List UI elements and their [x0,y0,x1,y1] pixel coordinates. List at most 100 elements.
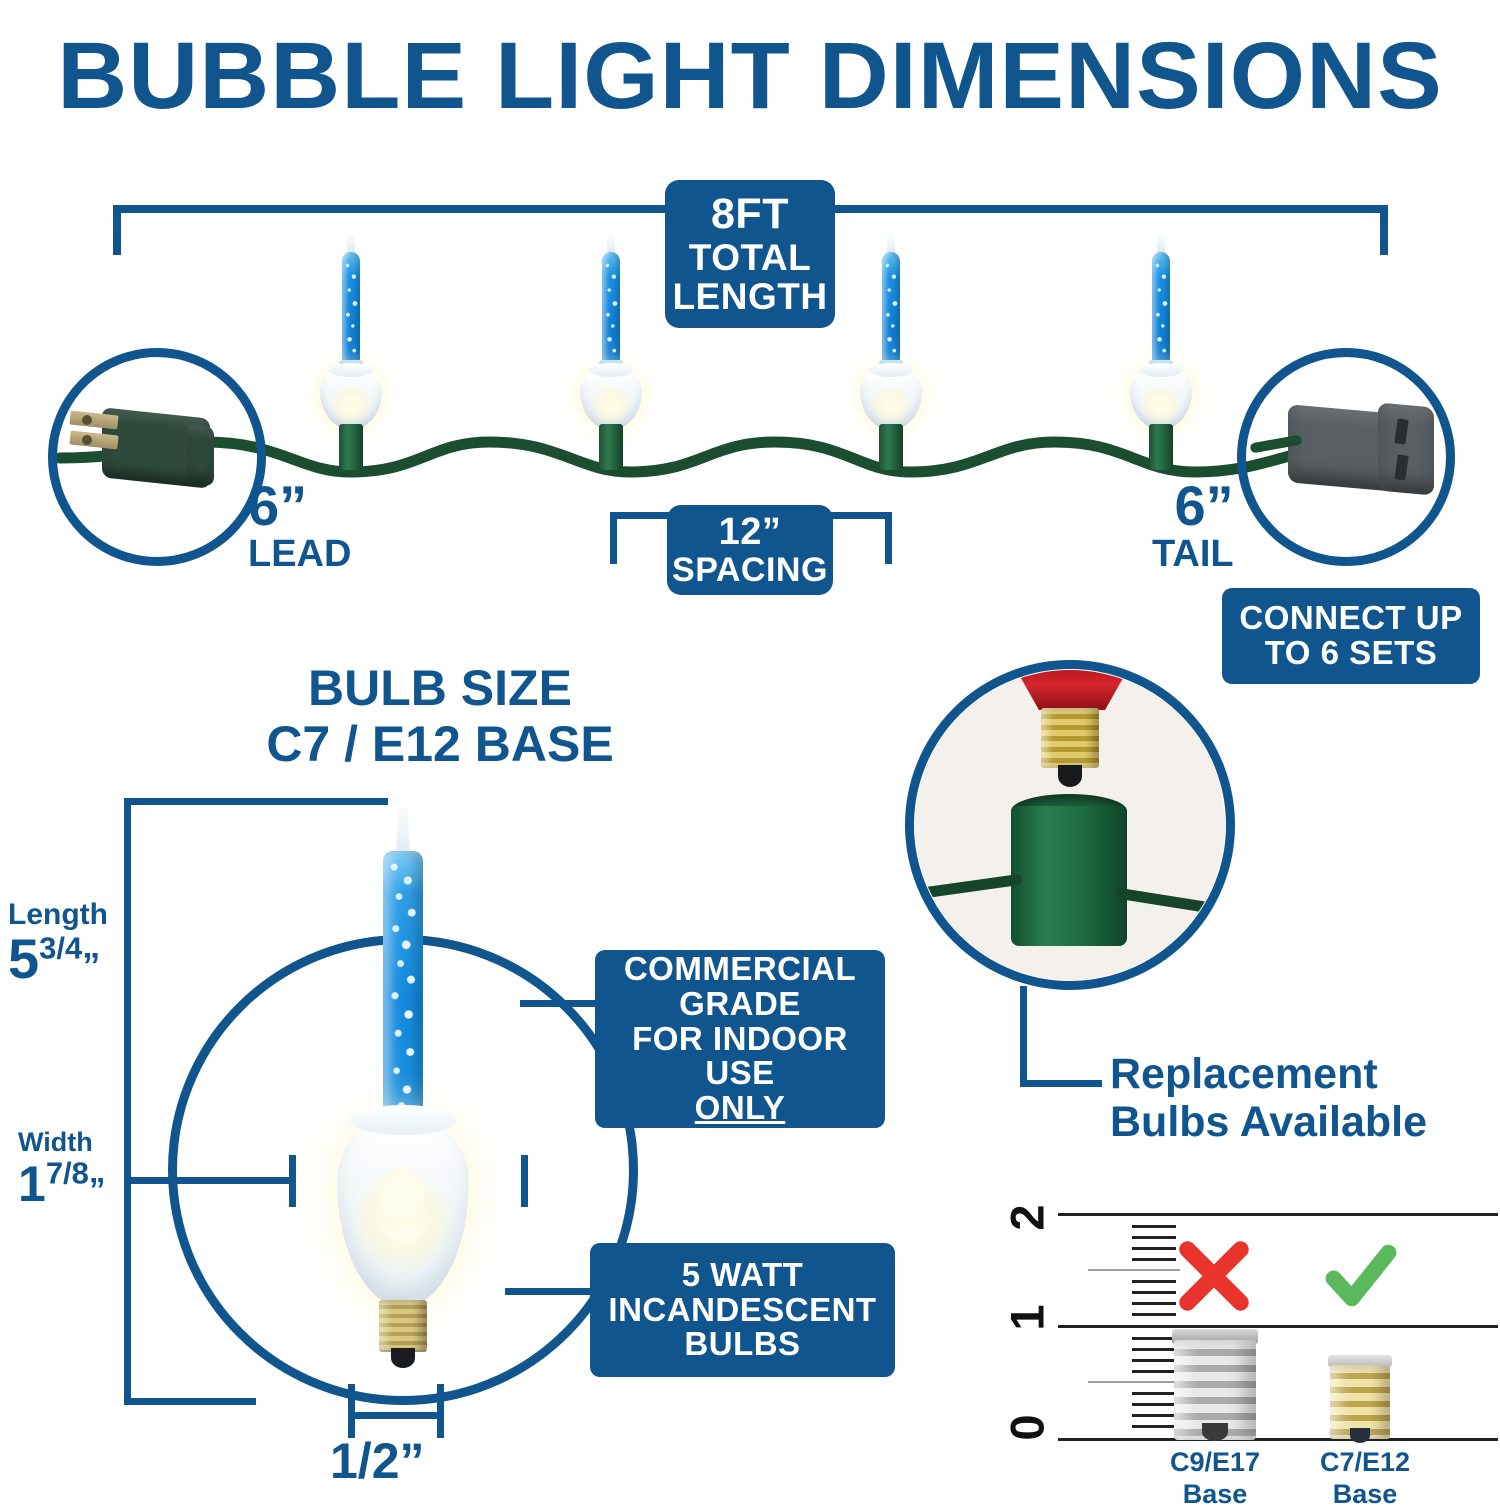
c7-caption-line1: C7/E12 [1319,1447,1411,1477]
ruler-tick [1132,1225,1176,1228]
bulb-globe [1130,363,1192,430]
ruler-tick [1132,1280,1176,1283]
ruler-tick [1132,1370,1176,1373]
watt-callout: 5 WATT INCANDESCENT BULBS [590,1243,895,1377]
bulb-size-heading-line1: BULB SIZE [308,660,572,716]
width-value: 17/8” [18,1156,105,1212]
commercial-line4: USE ONLY [695,1056,786,1126]
socket-wire-left [915,873,1024,902]
length-bracket-bottom [124,1398,256,1405]
c7-base-collar [1328,1355,1392,1367]
ruler-tick [1132,1247,1176,1250]
length-label: Length [8,898,108,931]
length-bracket-vertical [124,798,131,1405]
replacement-leader-horizontal [1020,1080,1102,1087]
ruler-tick [1132,1337,1176,1340]
ruler-tick [1132,1392,1176,1395]
bubble-tube [602,252,620,364]
total-length-bracket-right-tick [1380,205,1388,255]
replacement-leader-vertical [1020,986,1027,1086]
total-length-line3: LENGTH [672,275,828,317]
gold-screw-threads [1041,708,1099,768]
bulb-socket-base [339,424,363,470]
c7-base-tip [1350,1428,1370,1443]
bulb-glass-tip [395,795,411,857]
plug-prong-hole [82,415,92,425]
ruler-halfline-lower [1088,1381,1180,1383]
watt-callout-leader [505,1288,600,1295]
ruler-tick [1132,1425,1176,1428]
red-bulb-base [1013,670,1131,710]
spacing-value: 12” [718,510,782,553]
bulb-in-socket-photo [915,670,1225,980]
c7-e12-base-icon [1330,1365,1390,1439]
ruler-tick [1132,1236,1176,1239]
watt-line3: BULBS [684,1325,801,1363]
width-fraction: 7/8 [45,1155,89,1191]
length-value: 53/4” [8,927,100,990]
lead-value: 6” [248,474,308,537]
spacing-label: SPACING [672,551,828,590]
watt-line2: INCANDESCENT [608,1290,877,1328]
length-fraction: 3/4 [39,930,83,966]
commercial-line1: COMMERCIAL [623,949,857,987]
bulb-globe [860,363,922,430]
base-contact-tip [391,1348,415,1368]
bulb-tip [346,228,356,256]
string-bulb [303,228,399,478]
female-connector-icon [1249,395,1450,525]
plug-icon [60,395,250,525]
total-length-value: 8FT [711,189,789,238]
spacing-bracket-left-tick [610,512,617,564]
string-bulb [843,228,939,478]
bulb-tip [1156,228,1166,256]
ruler-tick [1132,1302,1176,1305]
connect-line2: TO 6 SETS [1264,634,1438,671]
width-label: Width [18,1127,93,1157]
green-check-icon [1325,1244,1397,1307]
bubble-bulb-illustration [337,795,469,1395]
bubble-tube-large [383,851,423,1119]
bulb-size-heading: BULB SIZE C7 / E12 BASE [230,660,650,772]
c7-caption: C7/E12 Base [1300,1447,1430,1511]
lead-measure: 6” LEAD [248,478,351,576]
length-measure: Length 53/4” [8,898,108,987]
bubble-tube [342,252,360,364]
connect-sets-badge: CONNECT UP TO 6 SETS [1222,588,1480,684]
tail-measure: 6” TAIL [1152,478,1234,576]
length-whole: 5 [8,927,40,990]
bulb-socket-base [599,424,623,470]
ruler-label-0: 0 [1000,1414,1054,1441]
replacement-bulb-photo-ring [905,660,1235,990]
ruler-tick [1132,1313,1176,1316]
red-x-icon [1179,1241,1249,1311]
bulb-globe [580,363,642,430]
bubble-tube [1152,252,1170,364]
replacement-bulbs-heading: Replacement Bulbs Available [1110,1050,1500,1146]
wire-svg [54,436,1346,478]
tail-value: 6” [1174,474,1234,537]
replacement-line1: Replacement [1110,1050,1378,1098]
ruler-tick [1132,1348,1176,1351]
plug-strain-relief [186,423,214,487]
light-string-illustration [0,210,1500,540]
c9-base-tip [1202,1423,1228,1441]
bulb-size-heading-line2: C7 / E12 BASE [266,716,614,772]
ruler-halfline-upper [1088,1269,1180,1271]
commercial-callout-leader [520,1000,610,1007]
commercial-line4-pre: USE [705,1054,775,1092]
plug-prong-hole [82,435,92,445]
tail-label: TAIL [1152,533,1234,575]
length-bracket-top [124,798,388,805]
socket-wire-right [1114,887,1225,920]
commercial-line4-underlined: ONLY [694,1089,786,1127]
ruler-tick [1132,1414,1176,1417]
ruler-tick [1132,1258,1176,1261]
base-diameter-right-tick [437,1384,444,1438]
connect-line1: CONNECT UP [1239,599,1463,637]
ruler-line-2 [1058,1213,1498,1216]
green-c7-socket [1011,806,1127,946]
bulb-contact-tip [1058,765,1082,787]
lead-label: LEAD [248,533,352,575]
